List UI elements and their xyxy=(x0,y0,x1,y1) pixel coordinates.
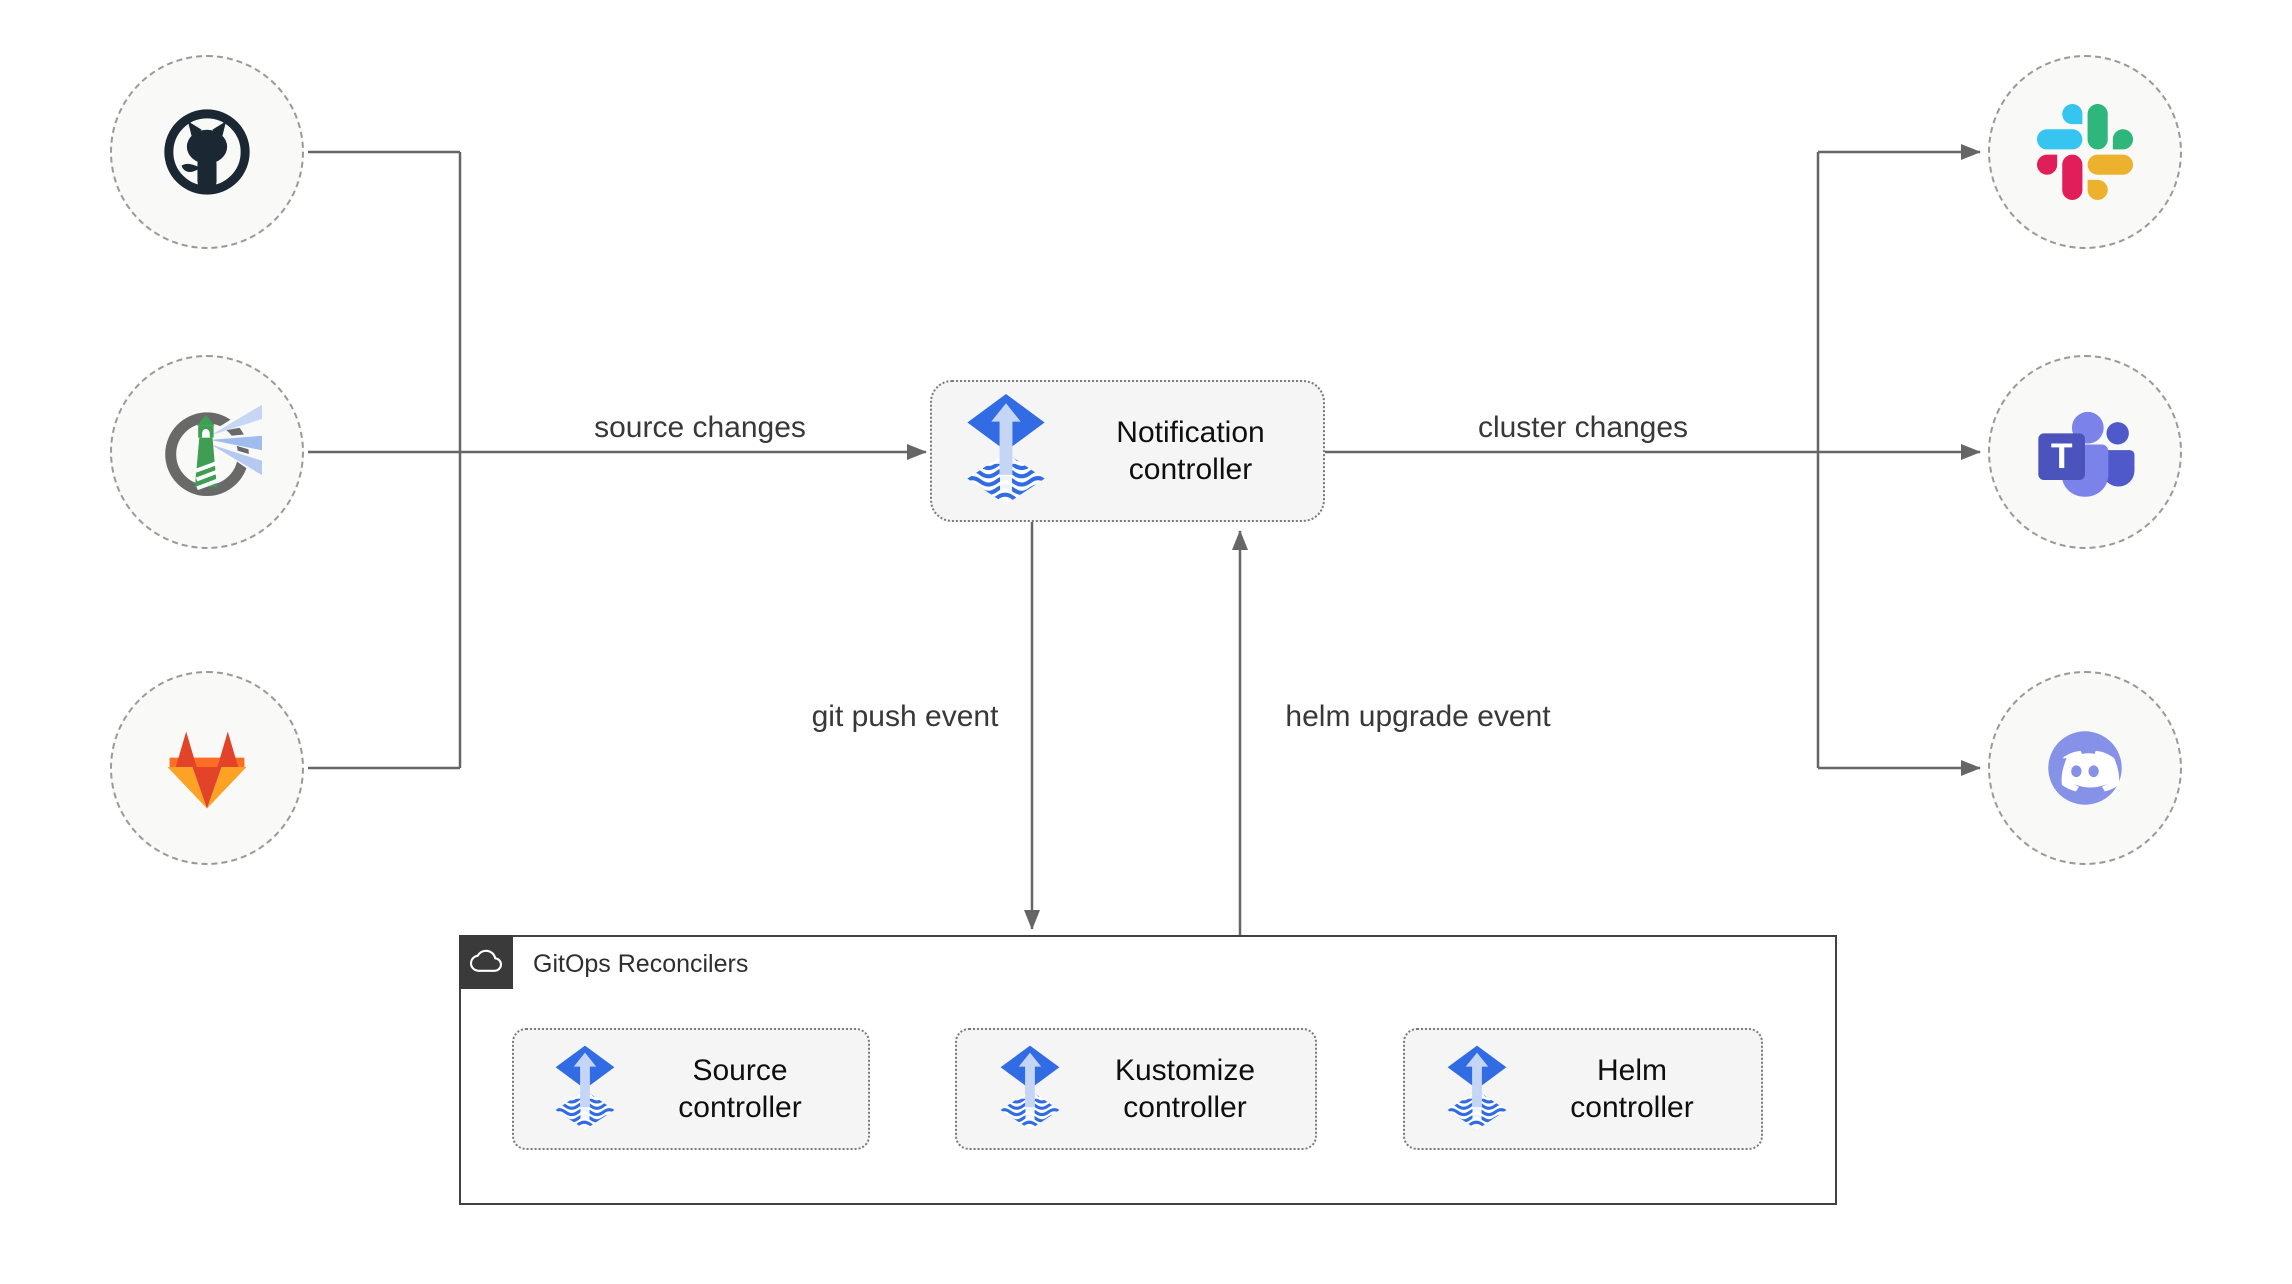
teams-letter: T xyxy=(2051,436,2073,476)
source-controller-label: Source controller xyxy=(678,1053,802,1125)
node-helm-controller: Helm controller xyxy=(1403,1028,1763,1150)
node-discord xyxy=(1988,671,2182,865)
edge-label-cluster-changes: cluster changes xyxy=(1477,411,1689,444)
node-harbor xyxy=(110,355,304,549)
gitops-badge xyxy=(459,935,513,989)
edge-label-helm-upgrade-event: helm upgrade event xyxy=(1285,700,1551,733)
flux-icon xyxy=(550,1045,620,1133)
node-github xyxy=(110,55,304,249)
github-icon xyxy=(154,99,260,205)
gitops-reconcilers-title: GitOps Reconcilers xyxy=(533,949,749,978)
edge-label-git-push-event: git push event xyxy=(811,700,999,733)
slack-icon xyxy=(2037,104,2133,200)
node-gitlab xyxy=(110,671,304,865)
node-notification-controller: Notification controller xyxy=(930,380,1325,522)
helm-controller-label: Helm controller xyxy=(1570,1053,1694,1125)
edge-label-source-changes: source changes xyxy=(594,411,806,444)
node-slack xyxy=(1988,55,2182,249)
node-source-controller: Source controller xyxy=(512,1028,870,1150)
cloud-icon xyxy=(470,947,502,977)
notification-controller-label: Notification controller xyxy=(1116,415,1265,487)
teams-icon: T xyxy=(2038,411,2135,497)
harbor-icon xyxy=(152,397,262,507)
flux-icon xyxy=(1442,1045,1512,1133)
kustomize-controller-label: Kustomize controller xyxy=(1114,1053,1256,1125)
discord-icon xyxy=(2031,714,2139,822)
node-kustomize-controller: Kustomize controller xyxy=(955,1028,1317,1150)
flux-icon xyxy=(995,1045,1065,1133)
gitlab-icon xyxy=(155,723,259,813)
node-teams: T xyxy=(1988,355,2182,549)
flux-icon xyxy=(960,394,1052,508)
